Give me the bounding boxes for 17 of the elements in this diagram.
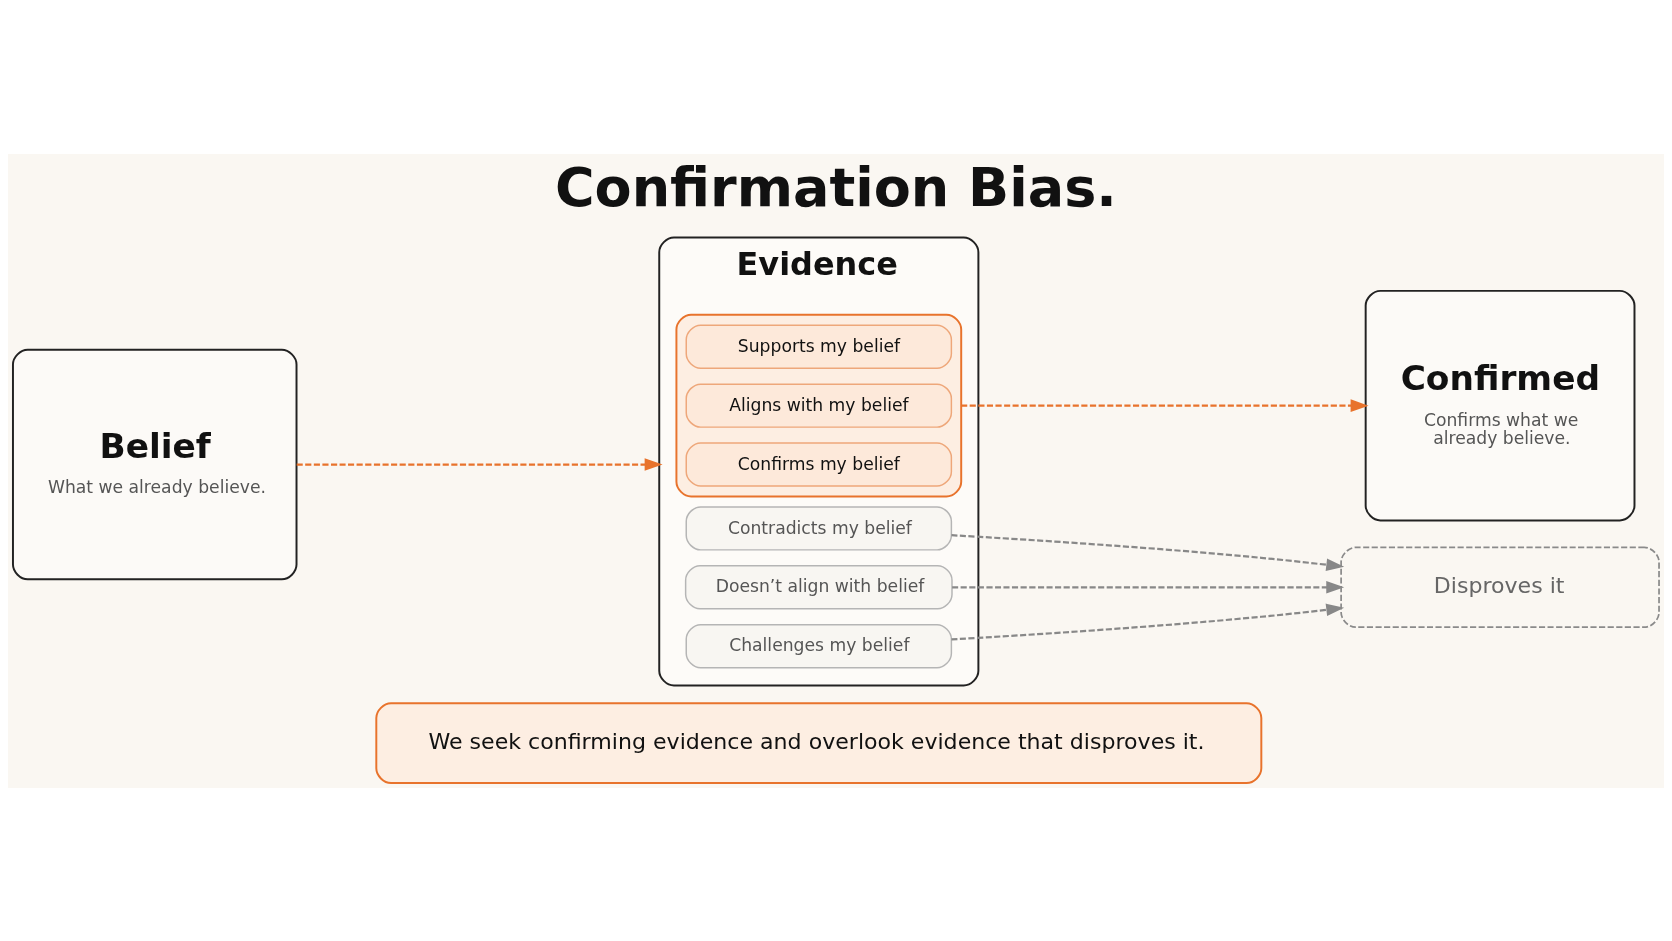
diagram-title: Confirmation Bias. (554, 155, 1117, 219)
node-box: Doesn’t align with belief (684, 564, 953, 610)
arrow (961, 398, 1369, 412)
arrow (952, 580, 1345, 594)
node-box: We seek confirming evidence and overlook evidence that disproves it. (375, 701, 1263, 784)
node-box: Contradicts my belief (685, 505, 953, 551)
arrow (951, 533, 1345, 571)
node-box: Confirms my belief (685, 441, 953, 487)
node-box: Belief What we already believe. (12, 348, 298, 580)
node-box: Supports my belief (685, 324, 953, 369)
node-box: Challenges my belief (685, 623, 953, 668)
arrow (296, 457, 663, 471)
node-box: Disproves it (1340, 546, 1660, 628)
node-box: Confirmed Confirms what we already believe. (1364, 289, 1636, 521)
arrow (951, 603, 1345, 640)
node-box: Aligns with my belief (685, 382, 953, 428)
cluster (675, 313, 963, 497)
